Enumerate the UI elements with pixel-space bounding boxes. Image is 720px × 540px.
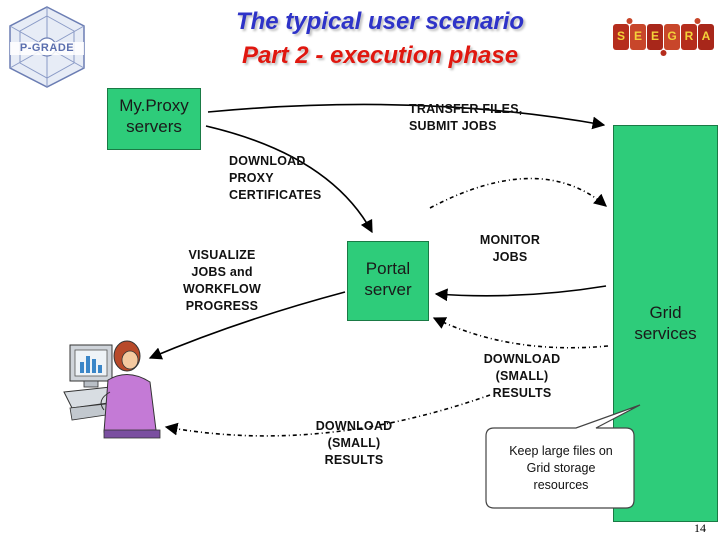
- label-download-proxy: DOWNLOAD PROXY CERTIFICATES: [229, 153, 321, 204]
- portal-label-line-1: Portal: [365, 259, 411, 278]
- label-visualize-line-2: JOBS and: [191, 265, 253, 279]
- label-download-results-right: DOWNLOAD (SMALL) RESULTS: [476, 351, 568, 402]
- arrow-into-grid: [429, 177, 607, 209]
- puzzle-logo-graphic: [613, 18, 714, 56]
- arrow-monitor-jobs: [434, 285, 607, 302]
- pgrade-logo-text: P-GRADE: [19, 42, 75, 54]
- callout-line-1: Keep large files on: [509, 444, 613, 458]
- myproxy-servers-box: My.Proxy servers: [107, 88, 201, 150]
- label-download-results-center-line-1: DOWNLOAD: [315, 419, 393, 433]
- label-visualize: VISUALIZE JOBS and WORKFLOW PROGRESS: [172, 247, 272, 315]
- arrow-transfer-files: [207, 103, 606, 130]
- label-visualize-line-3: WORKFLOW: [183, 282, 261, 296]
- puzzle-letter: E: [650, 29, 659, 43]
- callout-bubble: [485, 404, 641, 509]
- label-download-results-right-line-3: RESULTS: [492, 386, 552, 400]
- label-download-results-center-line-2: (SMALL): [327, 436, 381, 450]
- label-download-results-right-line-2: (SMALL): [495, 369, 549, 383]
- arrow-download-results-to-portal: [432, 317, 609, 349]
- callout-line-3: resources: [533, 478, 589, 492]
- grid-label-line-1: Grid: [649, 303, 682, 322]
- label-transfer-line-1: TRANSFER FILES,: [409, 102, 523, 116]
- puzzle-letter: A: [701, 29, 711, 43]
- puzzle-letter: G: [667, 29, 677, 43]
- label-monitor-jobs: MONITOR JOBS: [468, 232, 552, 266]
- arrow-download-results-to-user: [164, 394, 491, 437]
- puzzle-letter: S: [616, 29, 625, 43]
- puzzle-letter: R: [684, 29, 694, 43]
- puzzle-letter: E: [633, 29, 642, 43]
- label-download-proxy-line-2: PROXY: [229, 171, 274, 185]
- label-transfer-files: TRANSFER FILES, SUBMIT JOBS: [409, 101, 522, 135]
- callout-line-2: Grid storage: [526, 461, 596, 475]
- label-visualize-line-1: VISUALIZE: [188, 248, 256, 262]
- grid-label-line-2: services: [634, 324, 697, 343]
- label-download-results-right-line-1: DOWNLOAD: [483, 352, 561, 366]
- label-download-proxy-line-1: DOWNLOAD: [229, 154, 306, 168]
- label-download-results-center: DOWNLOAD (SMALL) RESULTS: [308, 418, 400, 469]
- title-line-2: Part 2 - execution phase: [241, 42, 519, 69]
- myproxy-label-line-1: My.Proxy: [119, 96, 189, 115]
- label-visualize-line-4: PROGRESS: [185, 299, 259, 313]
- label-monitor-line-1: MONITOR: [479, 233, 541, 247]
- arrow-visualize: [148, 291, 346, 360]
- portal-server-box: Portal server: [347, 241, 429, 321]
- callout-text: Keep large files on Grid storage resourc…: [488, 443, 634, 494]
- myproxy-label-line-2: servers: [126, 117, 182, 136]
- pgrade-logo: P-GRADE: [4, 4, 90, 90]
- label-monitor-line-2: JOBS: [492, 250, 528, 264]
- label-transfer-line-2: SUBMIT JOBS: [409, 119, 497, 133]
- page-number: 14: [694, 521, 706, 535]
- title-line-1: The typical user scenario: [235, 8, 525, 35]
- portal-label-line-2: server: [364, 280, 412, 299]
- pgrade-logo-graphic: [9, 6, 85, 88]
- arrow-download-proxy: [205, 125, 373, 234]
- label-download-results-center-line-3: RESULTS: [324, 453, 384, 467]
- label-download-proxy-line-3: CERTIFICATES: [229, 188, 322, 202]
- user-at-computer-illustration: [63, 340, 161, 439]
- puzzle-logo: S E E G R A: [612, 18, 716, 56]
